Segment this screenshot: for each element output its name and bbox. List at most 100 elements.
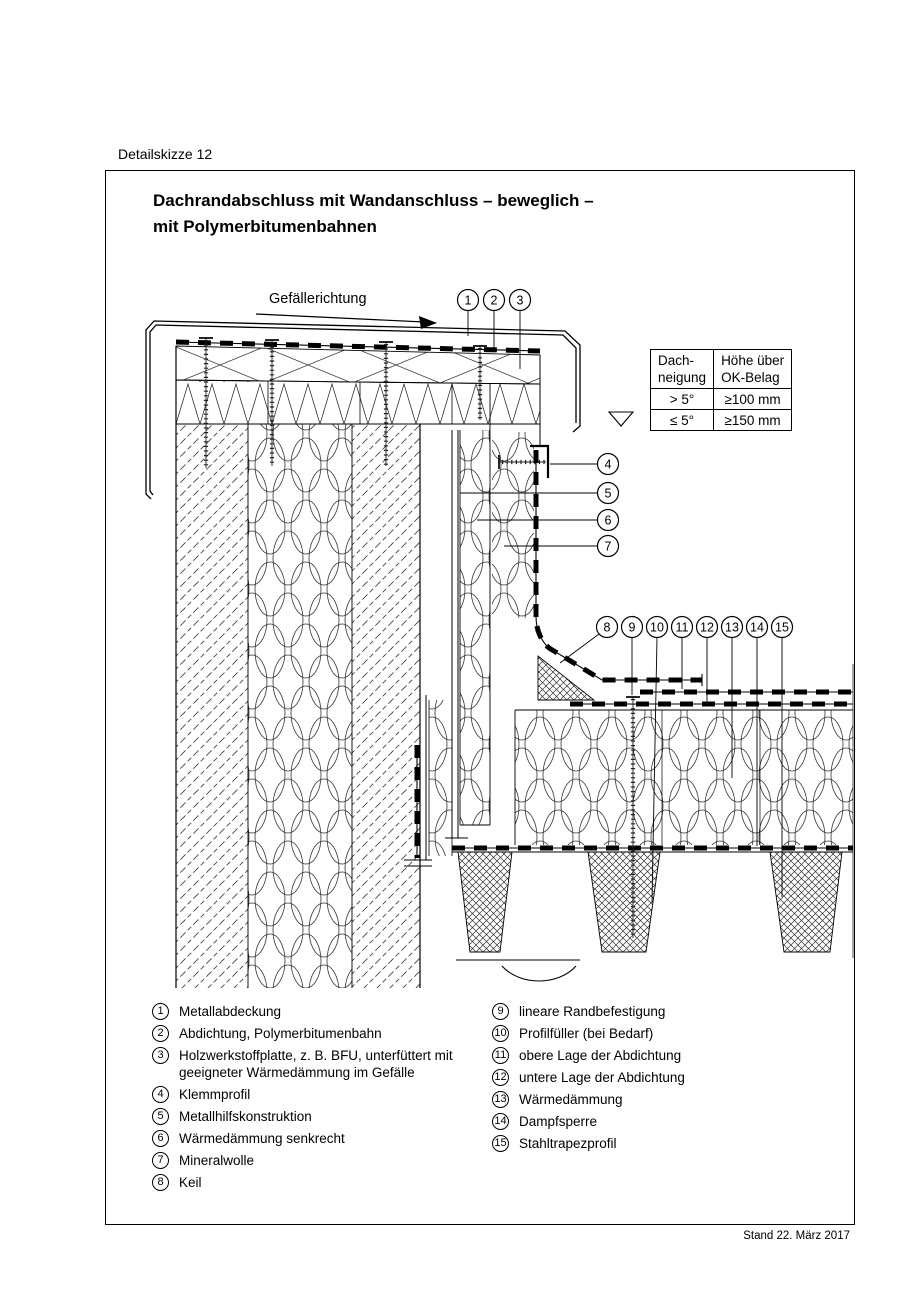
svg-text:8: 8 [604, 621, 611, 635]
legend-label: Keil [179, 1174, 202, 1190]
legend-number: 12 [492, 1069, 509, 1086]
wall-core-mineral-wool [248, 424, 352, 988]
legend-item: 10 Profilfüller (bei Bedarf) [492, 1025, 822, 1043]
legend: 1 Metallabdeckung 2 Abdichtung, Polymerbit… [152, 1003, 822, 1196]
height-value: ≥150 mm [713, 409, 793, 431]
legend-item: 7 Mineralwolle [152, 1151, 492, 1170]
lower-insulation-strip [428, 700, 453, 856]
legend-number: 11 [492, 1047, 509, 1064]
callout-14: 14 [745, 615, 769, 846]
wall-inner-leaf-hatch [352, 424, 420, 988]
legend-number: 14 [492, 1113, 509, 1130]
legend-number: 13 [492, 1091, 509, 1108]
legend-number: 1 [152, 1003, 169, 1020]
callout-5: 5 [460, 481, 620, 505]
slope-value: ≤ 5° [649, 409, 715, 431]
callout-13: 13 [720, 615, 744, 778]
legend-label: untere Lage der Abdichtung [519, 1070, 685, 1085]
steel-trapezoidal-deck [452, 664, 854, 958]
legend-label: Wärmedämmung senkrecht [179, 1130, 345, 1146]
legend-label: Holzwerkstoffplatte, z. B. BFU, unterfüt… [179, 1048, 453, 1080]
svg-text:3: 3 [517, 294, 524, 308]
legend-number: 9 [492, 1003, 509, 1020]
legend-item: 4 Klemmprofil [152, 1085, 492, 1104]
svg-text:9: 9 [629, 621, 636, 635]
roof-insulation [514, 709, 853, 845]
svg-text:13: 13 [725, 621, 739, 635]
fastener-screw [379, 341, 393, 466]
legend-label: lineare Randbefestigung [519, 1004, 666, 1019]
legend-number: 15 [492, 1135, 509, 1152]
callout-4: 4 [550, 452, 620, 476]
svg-text:10: 10 [650, 621, 664, 635]
callout-9: 9 [620, 615, 644, 695]
legend-number: 2 [152, 1025, 169, 1042]
callout-12: 12 [695, 615, 719, 702]
clamping-profile [530, 444, 550, 478]
callouts: 1 2 3 4 5 6 7 8 9 10 11 12 13 14 15 [456, 288, 794, 903]
legend-label: Metallabdeckung [179, 1004, 282, 1019]
vertical-insulation [459, 430, 491, 826]
table-row: ≤ 5° ≥150 mm [649, 409, 793, 431]
page-title-line2: mit Polymerbitumenbahnen [153, 217, 377, 236]
legend-label: Stahltrapezprofil [519, 1136, 617, 1151]
table-row: > 5° ≥100 mm [649, 388, 793, 410]
fastener-screw [265, 339, 279, 466]
legend-number: 10 [492, 1025, 509, 1042]
svg-text:12: 12 [700, 621, 714, 635]
legend-number: 6 [152, 1129, 169, 1147]
slope-value: > 5° [649, 388, 715, 410]
table-header-height: Höhe über OK-Belag [713, 349, 793, 389]
parapet-membrane [175, 339, 541, 354]
callout-10: 10 [645, 615, 669, 903]
legend-item: 6 Wärmedämmung senkrecht [152, 1129, 492, 1148]
legend-number: 7 [152, 1151, 169, 1169]
callout-15: 15 [770, 615, 794, 897]
legend-item: 13 Wärmedämmung [492, 1091, 822, 1109]
legend-label: Klemmprofil [179, 1086, 251, 1102]
legend-label: Mineralwolle [179, 1152, 255, 1168]
legend-label: Profilfüller (bei Bedarf) [519, 1026, 654, 1041]
page-title-line1: Dachrandabschluss mit Wandanschluss – be… [153, 191, 594, 210]
wedge [537, 655, 596, 701]
legend-item: 1 Metallabdeckung [152, 1003, 492, 1021]
callout-2: 2 [482, 288, 506, 349]
wall-flashing-membrane [533, 450, 703, 686]
legend-label: Wärmedämmung [519, 1092, 623, 1107]
fastener-screw [473, 345, 487, 420]
legend-item: 3 Holzwerkstoffplatte, z. B. BFU, unterfü… [152, 1047, 492, 1081]
wall-connection-assembly [404, 356, 703, 867]
fastener-screw [199, 337, 213, 468]
svg-text:5: 5 [605, 487, 612, 501]
table-header-slope: Dach- neigung [649, 349, 715, 389]
legend-label: Metallhilfskonstruktion [179, 1108, 312, 1124]
svg-text:1: 1 [465, 294, 472, 308]
svg-text:14: 14 [750, 621, 764, 635]
rib-filler [457, 851, 513, 953]
rib-filler [769, 851, 843, 953]
parapet-screws [199, 337, 487, 468]
legend-item: 2 Abdichtung, Polymerbitumenbahn [152, 1025, 492, 1043]
parapet-buildup [175, 339, 541, 425]
callout-1: 1 [456, 288, 480, 336]
callout-3: 3 [508, 288, 532, 369]
legend-item: 9 lineare Randbefestigung [492, 1003, 822, 1021]
roof-section [452, 664, 854, 982]
svg-text:6: 6 [605, 514, 612, 528]
slope-direction-label: Gefällerichtung [269, 291, 367, 307]
legend-item: 12 untere Lage der Abdichtung [492, 1069, 822, 1087]
callout-11: 11 [670, 615, 694, 689]
legend-number: 3 [152, 1047, 169, 1064]
legend-label: Abdichtung, Polymerbitumenbahn [179, 1026, 382, 1041]
svg-text:15: 15 [775, 621, 789, 635]
legend-number: 4 [152, 1085, 169, 1103]
legend-column-right: 9 lineare Randbefestigung 10 Profilfüller … [492, 1003, 822, 1196]
metal-coping [145, 320, 581, 500]
wall-section [175, 346, 421, 988]
slope-height-table: Dach- neigung Höhe über OK-Belag > 5° ≥1… [649, 349, 793, 431]
drawing-frame [105, 170, 855, 1225]
svg-text:11: 11 [676, 621, 689, 635]
